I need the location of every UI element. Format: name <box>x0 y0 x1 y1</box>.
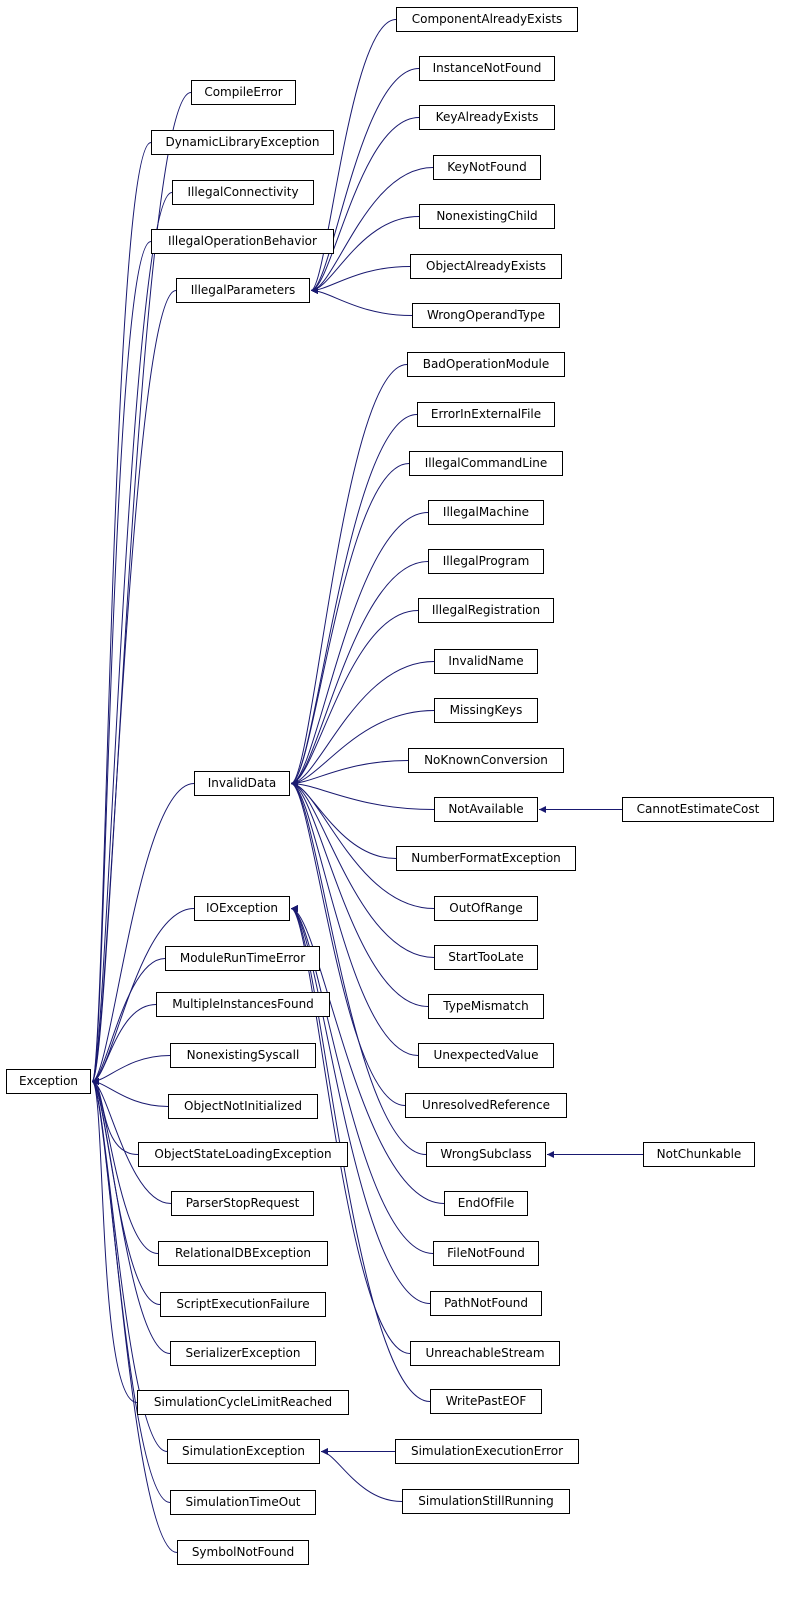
edge-instance-not-found-to-illegal-parameters <box>310 68 420 294</box>
node-path-not-found[interactable]: PathNotFound <box>430 1291 542 1316</box>
edge-bad-operation-module-to-invalid-data <box>290 364 408 787</box>
node-cannot-estimate-cost[interactable]: CannotEstimateCost <box>622 797 774 822</box>
node-compile-error[interactable]: CompileError <box>191 80 296 105</box>
edge-component-already-exists-to-illegal-parameters <box>310 19 397 294</box>
edge-out-of-range-to-invalid-data <box>290 780 435 909</box>
node-nonexisting-syscall[interactable]: NonexistingSyscall <box>170 1043 316 1068</box>
node-number-format-exception[interactable]: NumberFormatException <box>396 846 576 871</box>
edge-invalid-name-to-invalid-data <box>290 661 435 787</box>
edge-invalid-data-to-exception <box>91 783 195 1085</box>
edge-number-format-exception-to-invalid-data <box>290 780 397 859</box>
edge-missing-keys-to-invalid-data <box>290 710 435 787</box>
edge-simulation-cycle-limit-reached-to-exception <box>91 1078 138 1403</box>
node-multiple-instances-found[interactable]: MultipleInstancesFound <box>156 992 330 1017</box>
node-io-exception[interactable]: IOException <box>194 896 290 921</box>
edge-nonexisting-syscall-to-exception <box>91 1055 171 1085</box>
node-component-already-exists[interactable]: ComponentAlreadyExists <box>396 7 578 32</box>
node-invalid-data[interactable]: InvalidData <box>194 771 290 796</box>
edge-illegal-parameters-to-exception <box>91 290 177 1085</box>
edge-start-too-late-to-invalid-data <box>290 780 435 958</box>
edge-end-of-file-to-io-exception <box>290 905 445 1204</box>
node-write-past-eof[interactable]: WritePastEOF <box>430 1389 542 1414</box>
edge-unreachable-stream-to-io-exception <box>290 905 411 1354</box>
edge-illegal-connectivity-to-exception <box>91 192 173 1085</box>
edge-unexpected-value-to-invalid-data <box>290 780 419 1056</box>
node-illegal-machine[interactable]: IllegalMachine <box>428 500 544 525</box>
edge-wrong-operand-type-to-illegal-parameters <box>310 287 413 316</box>
node-relational-db-exception[interactable]: RelationalDBException <box>158 1241 328 1266</box>
edge-file-not-found-to-io-exception <box>290 905 434 1254</box>
edge-relational-db-exception-to-exception <box>91 1078 159 1254</box>
node-file-not-found[interactable]: FileNotFound <box>433 1241 539 1266</box>
node-invalid-name[interactable]: InvalidName <box>434 649 538 674</box>
edge-wrong-subclass-to-invalid-data <box>290 780 427 1155</box>
node-simulation-time-out[interactable]: SimulationTimeOut <box>170 1490 316 1515</box>
edge-type-mismatch-to-invalid-data <box>290 780 429 1007</box>
node-nonexisting-child[interactable]: NonexistingChild <box>419 204 555 229</box>
node-not-chunkable[interactable]: NotChunkable <box>643 1142 755 1167</box>
edge-module-run-time-error-to-exception <box>91 958 166 1085</box>
node-not-available[interactable]: NotAvailable <box>434 797 538 822</box>
edge-object-not-initialized-to-exception <box>91 1078 169 1107</box>
node-parser-stop-request[interactable]: ParserStopRequest <box>171 1191 314 1216</box>
node-no-known-conversion[interactable]: NoKnownConversion <box>408 748 564 773</box>
node-key-not-found[interactable]: KeyNotFound <box>433 155 541 180</box>
node-script-execution-failure[interactable]: ScriptExecutionFailure <box>160 1292 326 1317</box>
edge-key-not-found-to-illegal-parameters <box>310 167 434 294</box>
edge-simulation-still-running-to-simulation-exception <box>320 1448 403 1502</box>
edge-not-available-to-invalid-data <box>290 780 435 810</box>
node-simulation-still-running[interactable]: SimulationStillRunning <box>402 1489 570 1514</box>
node-unresolved-reference[interactable]: UnresolvedReference <box>405 1093 567 1118</box>
edge-illegal-operation-behavior-to-exception <box>91 241 152 1085</box>
node-illegal-registration[interactable]: IllegalRegistration <box>418 598 554 623</box>
node-symbol-not-found[interactable]: SymbolNotFound <box>177 1540 309 1565</box>
node-illegal-connectivity[interactable]: IllegalConnectivity <box>172 180 314 205</box>
node-illegal-parameters[interactable]: IllegalParameters <box>176 278 310 303</box>
node-instance-not-found[interactable]: InstanceNotFound <box>419 56 555 81</box>
edge-unresolved-reference-to-invalid-data <box>290 780 406 1106</box>
node-start-too-late[interactable]: StartTooLate <box>434 945 538 970</box>
node-end-of-file[interactable]: EndOfFile <box>444 1191 528 1216</box>
node-exception[interactable]: Exception <box>6 1069 91 1094</box>
node-missing-keys[interactable]: MissingKeys <box>434 698 538 723</box>
node-bad-operation-module[interactable]: BadOperationModule <box>407 352 565 377</box>
edge-illegal-machine-to-invalid-data <box>290 512 429 787</box>
node-illegal-operation-behavior[interactable]: IllegalOperationBehavior <box>151 229 334 254</box>
edge-no-known-conversion-to-invalid-data <box>290 760 409 787</box>
node-object-already-exists[interactable]: ObjectAlreadyExists <box>410 254 562 279</box>
node-unreachable-stream[interactable]: UnreachableStream <box>410 1341 560 1366</box>
node-object-state-loading-exception[interactable]: ObjectStateLoadingException <box>138 1142 348 1167</box>
node-object-not-initialized[interactable]: ObjectNotInitialized <box>168 1094 318 1119</box>
edge-illegal-command-line-to-invalid-data <box>290 463 410 787</box>
node-simulation-cycle-limit-reached[interactable]: SimulationCycleLimitReached <box>137 1390 349 1415</box>
node-key-already-exists[interactable]: KeyAlreadyExists <box>419 105 555 130</box>
node-serializer-exception[interactable]: SerializerException <box>170 1341 316 1366</box>
node-type-mismatch[interactable]: TypeMismatch <box>428 994 544 1019</box>
edge-nonexisting-child-to-illegal-parameters <box>310 216 420 294</box>
node-illegal-program[interactable]: IllegalProgram <box>428 549 544 574</box>
node-error-in-external-file[interactable]: ErrorInExternalFile <box>417 402 555 427</box>
edge-key-already-exists-to-illegal-parameters <box>310 117 420 294</box>
node-wrong-operand-type[interactable]: WrongOperandType <box>412 303 560 328</box>
node-out-of-range[interactable]: OutOfRange <box>434 896 538 921</box>
node-simulation-execution-error[interactable]: SimulationExecutionError <box>395 1439 579 1464</box>
edge-dynamic-library-exception-to-exception <box>91 142 152 1085</box>
node-dynamic-library-exception[interactable]: DynamicLibraryException <box>151 130 334 155</box>
node-module-run-time-error[interactable]: ModuleRunTimeError <box>165 946 320 971</box>
edge-illegal-registration-to-invalid-data <box>290 610 419 787</box>
node-illegal-command-line[interactable]: IllegalCommandLine <box>409 451 563 476</box>
edge-parser-stop-request-to-exception <box>91 1078 172 1204</box>
edge-path-not-found-to-io-exception <box>290 905 431 1304</box>
edge-illegal-program-to-invalid-data <box>290 561 429 787</box>
edge-serializer-exception-to-exception <box>91 1078 171 1354</box>
node-wrong-subclass[interactable]: WrongSubclass <box>426 1142 546 1167</box>
edge-symbol-not-found-to-exception <box>91 1078 178 1553</box>
node-unexpected-value[interactable]: UnexpectedValue <box>418 1043 554 1068</box>
node-simulation-exception[interactable]: SimulationException <box>167 1439 320 1464</box>
